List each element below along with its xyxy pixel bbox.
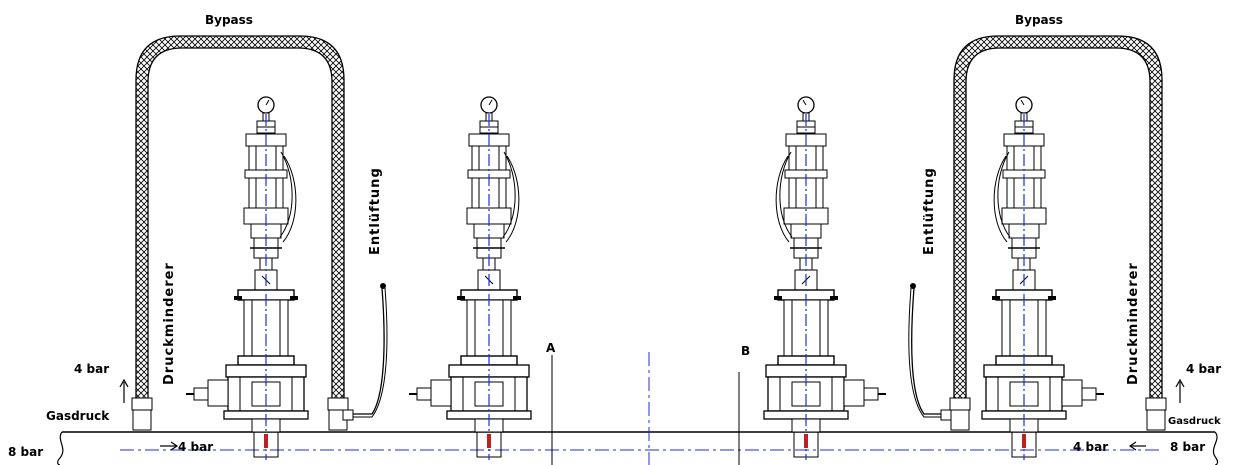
bypass-label-left: Bypass [205,13,253,27]
bypass-fitting [1145,397,1167,411]
inlet-8bar-label-right: 8 bar [1170,440,1205,454]
bypass-fitting [1146,409,1166,431]
bypass-fitting [950,409,970,431]
entlueftung-label-left: Entlüftung [368,167,383,255]
outlet-4bar-label-left: 4 bar [178,440,213,454]
outlet-4bar-label-right: 4 bar [1073,440,1108,454]
gasdruck-label-left: Gasdruck [46,409,110,423]
vent-line-right [911,287,948,415]
druckminderer-label-right: Druckminderer [1126,262,1141,385]
regulator-station-4 [981,96,1105,461]
entlueftung-label-right: Entlüftung [922,167,937,255]
bypass-label-right: Bypass [1015,13,1063,27]
bypass-fitting [131,397,153,411]
gasdruck-label-right: Gasdruck [1168,416,1221,427]
pressure-4bar-label-left: 4 bar [74,362,109,376]
section-a-label: A [546,341,556,355]
bypass-fitting [327,397,349,411]
regulator-station-2 [408,96,532,461]
regulator-station-3 [763,96,887,461]
regulator-station-1 [185,96,309,461]
bypass-fitting [132,409,152,431]
pressure-4bar-label-right: 4 bar [1186,362,1221,376]
vent-line-left [348,287,385,415]
inlet-8bar-label-left: 8 bar [8,445,43,459]
bypass-fitting [949,397,971,411]
section-b-label: B [741,344,750,358]
druckminderer-label-left: Druckminderer [162,262,177,385]
